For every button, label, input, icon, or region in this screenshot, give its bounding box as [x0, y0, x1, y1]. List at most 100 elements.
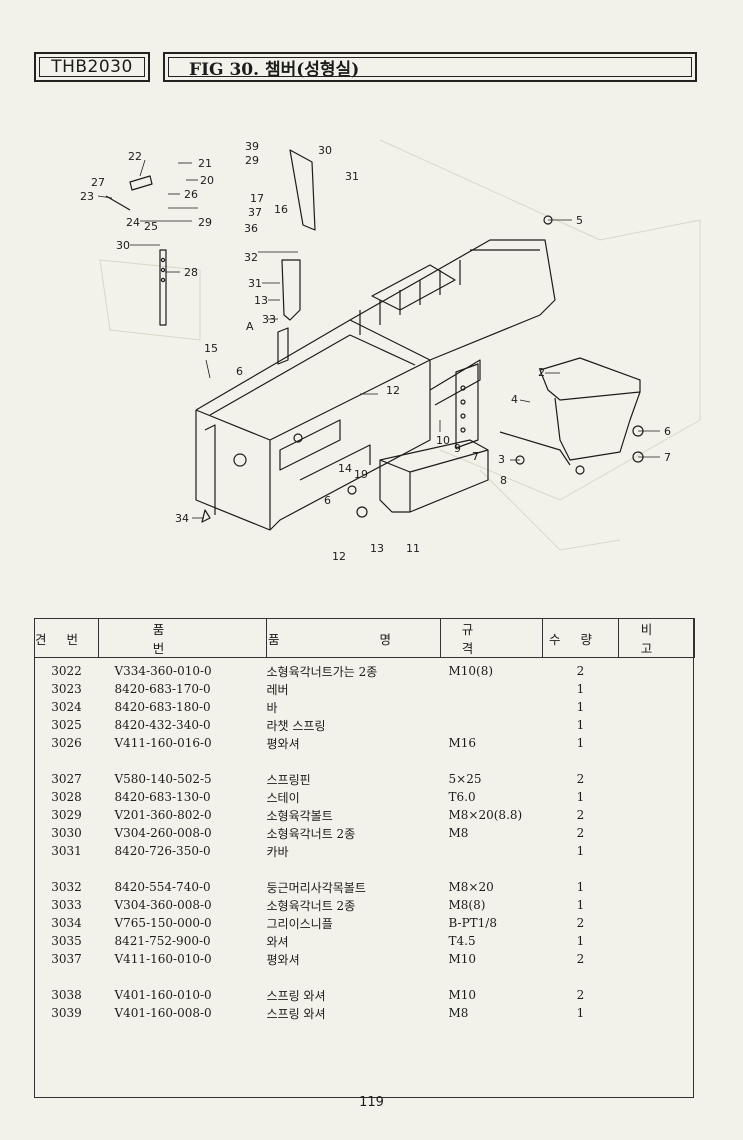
cell-part-name: 소형육각너트 2종: [266, 898, 356, 913]
cell-ref: 3031: [51, 844, 82, 858]
cell-remarks: [619, 698, 695, 716]
callout: 25: [144, 220, 158, 233]
cell-part-no: 8420-683-180-0: [114, 700, 211, 714]
diagram-callouts: 22 21 20 26 27 23 24 25 29 30 28 39 29 3…: [80, 140, 671, 563]
cell-part-no: 8421-752-900-0: [114, 934, 211, 948]
cell-ref: 3023: [51, 682, 82, 696]
callout: 13: [370, 542, 384, 555]
callout: 12: [386, 384, 400, 397]
cell-part-no: V201-360-802-0: [114, 808, 212, 822]
row-spacer: [35, 968, 695, 986]
callout: 31: [248, 277, 262, 290]
cell-ref: 3033: [51, 898, 82, 912]
cell-part-no: 8420-726-350-0: [114, 844, 211, 858]
header-part-name: 품 명: [266, 618, 441, 658]
cell-ref: 3037: [51, 952, 82, 966]
cell-part-no: V401-160-008-0: [114, 1006, 212, 1020]
cell-spec: 5×25: [448, 772, 482, 786]
callout: 8: [500, 474, 507, 487]
cell-spec: [441, 842, 543, 860]
cell-part-name: 소형육각너트 2종: [266, 826, 356, 841]
cell-qty: 2: [576, 952, 585, 966]
cell-spec: T6.0: [448, 790, 476, 804]
model-label: THB2030: [34, 52, 150, 82]
cell-part-name: 소형육각볼트: [266, 808, 333, 823]
cell-part-name: 스테이: [266, 790, 300, 805]
cell-qty: 1: [576, 898, 585, 912]
cell-spec: M8: [448, 1006, 469, 1020]
cell-spec: M10: [448, 988, 477, 1002]
cell-spec: [441, 716, 543, 734]
cell-part-name: 평와셔: [266, 736, 300, 751]
cell-qty: 2: [576, 772, 585, 786]
callout: 15: [204, 342, 218, 355]
callout: 37: [248, 206, 262, 219]
cell-qty: 2: [576, 808, 585, 822]
cell-part-name: 스프링핀: [266, 772, 311, 787]
cell-qty: 2: [576, 988, 585, 1002]
cell-spec: M10: [448, 952, 477, 966]
cell-ref: 3025: [51, 718, 82, 732]
cell-ref: 3032: [51, 880, 82, 894]
cell-part-name: 바: [266, 700, 278, 715]
cell-ref: 3027: [51, 772, 82, 786]
callout: A: [246, 320, 254, 333]
callout: 24: [126, 216, 140, 229]
row-spacer: [35, 860, 695, 878]
cell-remarks: [619, 680, 695, 698]
cell-remarks: [619, 914, 695, 932]
cell-part-name: 라챗 스프링: [266, 718, 326, 733]
callout: 28: [184, 266, 198, 279]
cell-remarks: [619, 932, 695, 950]
cell-part-no: V765-150-000-0: [114, 916, 212, 930]
callout: 2: [538, 366, 545, 379]
header-qty: 수량: [542, 618, 619, 658]
callout: 31: [345, 170, 359, 183]
cell-qty: 1: [576, 700, 585, 714]
cell-part-name: 카바: [266, 844, 289, 859]
callout: 5: [576, 214, 583, 227]
cell-remarks: [619, 878, 695, 896]
cell-spec: T4.5: [448, 934, 476, 948]
cell-part-name: 둥근머리사각목볼트: [266, 880, 366, 895]
cell-part-no: V411-160-016-0: [114, 736, 212, 750]
cell-part-no: 8420-683-170-0: [114, 682, 211, 696]
callout: 7: [664, 451, 671, 464]
cell-ref: 3028: [51, 790, 82, 804]
cell-remarks: [619, 806, 695, 824]
cell-ref: 3038: [51, 988, 82, 1002]
cell-part-no: V401-160-010-0: [114, 988, 212, 1002]
cell-remarks: [619, 788, 695, 806]
table-header-row: 견번 품 번 품 명 규 격 수량 비 고: [34, 618, 695, 658]
cell-spec: [441, 680, 543, 698]
callout: 20: [200, 174, 214, 187]
cell-spec: M8(8): [448, 898, 486, 912]
callout: 39: [245, 140, 259, 153]
cell-qty: 2: [576, 826, 585, 840]
cell-remarks: [619, 734, 695, 752]
cell-ref: 3035: [51, 934, 82, 948]
callout: 36: [244, 222, 258, 235]
cell-part-no: 8420-432-340-0: [114, 718, 211, 732]
cell-part-name: 스프링 와셔: [266, 988, 326, 1003]
cell-remarks: [619, 716, 695, 734]
callout: 6: [324, 494, 331, 507]
cell-ref: 3026: [51, 736, 82, 750]
callout: 19: [354, 468, 368, 481]
callout: 22: [128, 150, 142, 163]
cell-qty: 1: [576, 880, 585, 894]
row-spacer: [35, 752, 695, 770]
cell-part-name: 레버: [266, 682, 289, 697]
cell-qty: 1: [576, 1006, 585, 1020]
cell-qty: 1: [576, 736, 585, 750]
